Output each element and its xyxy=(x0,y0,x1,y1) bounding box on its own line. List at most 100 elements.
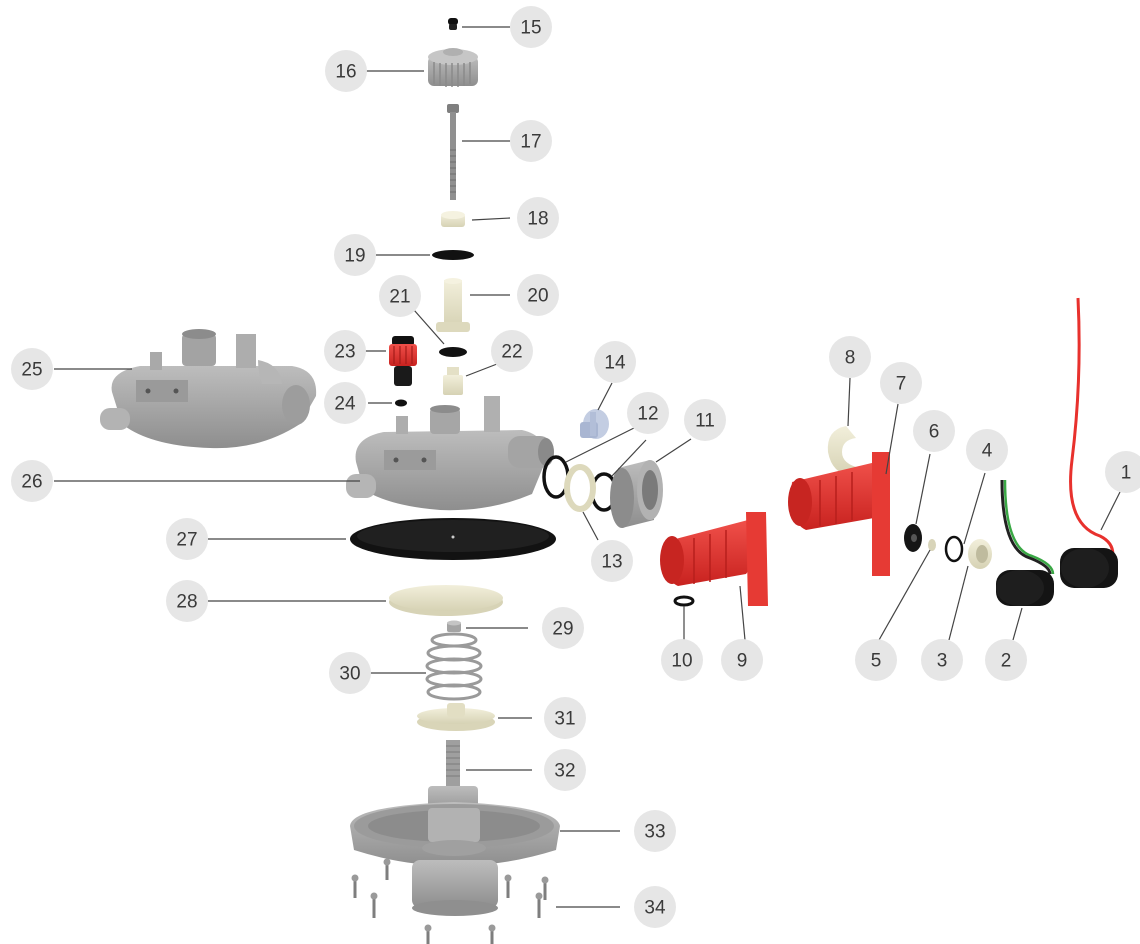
callout-3: 3 xyxy=(921,639,963,681)
part-3-cream-fitting xyxy=(968,539,992,569)
callout-29: 29 xyxy=(542,607,584,649)
part-13-cream-ring xyxy=(564,464,596,512)
callout-5: 5 xyxy=(855,639,897,681)
part-31-spring-seat xyxy=(417,703,495,731)
svg-text:9: 9 xyxy=(737,651,748,672)
part-14-blue-cap xyxy=(580,409,609,439)
svg-text:18: 18 xyxy=(527,209,548,230)
svg-text:26: 26 xyxy=(21,472,42,493)
part-5-small-washer xyxy=(928,539,936,551)
svg-text:10: 10 xyxy=(671,651,692,672)
callout-15: 15 xyxy=(510,6,552,48)
svg-text:28: 28 xyxy=(176,592,197,613)
part-28-diaphragm-plate xyxy=(389,585,503,616)
callout-12: 12 xyxy=(627,392,669,434)
svg-text:8: 8 xyxy=(845,348,856,369)
part-33-bonnet xyxy=(350,802,560,916)
callout-34: 34 xyxy=(634,886,676,928)
callout-20: 20 xyxy=(517,274,559,316)
svg-text:14: 14 xyxy=(604,353,626,374)
callout-13: 13 xyxy=(591,540,633,582)
svg-text:17: 17 xyxy=(520,132,541,153)
callout-10: 10 xyxy=(661,639,703,681)
part-23-red-cartridge xyxy=(389,336,417,386)
part-25-valve-housing-alt xyxy=(100,329,317,449)
callout-25: 25 xyxy=(11,348,53,390)
part-22-cream-fitting xyxy=(443,367,463,395)
svg-text:15: 15 xyxy=(520,18,541,39)
svg-text:25: 25 xyxy=(21,360,42,381)
part-21-black-disc xyxy=(439,347,467,357)
part-16-adjustment-knob xyxy=(428,48,478,87)
callout-4: 4 xyxy=(966,429,1008,471)
callout-33: 33 xyxy=(634,810,676,852)
callout-9: 9 xyxy=(721,639,763,681)
callout-1: 1 xyxy=(1105,451,1140,493)
svg-text:1: 1 xyxy=(1121,463,1132,484)
part-8-retaining-clip xyxy=(827,426,860,476)
svg-text:31: 31 xyxy=(554,709,575,730)
callout-32: 32 xyxy=(544,749,586,791)
part-17-long-bolt xyxy=(447,104,459,200)
callout-27: 27 xyxy=(166,518,208,560)
part-19-black-seal xyxy=(432,250,474,260)
part-34-screws xyxy=(351,858,549,944)
callout-30: 30 xyxy=(329,652,371,694)
svg-text:20: 20 xyxy=(527,286,548,307)
part-26-valve-housing xyxy=(346,396,554,511)
svg-text:7: 7 xyxy=(896,374,907,395)
callout-31: 31 xyxy=(544,697,586,739)
callout-labels: 1 2 3 4 5 6 7 8 9 10 11 12 13 14 15 16 1… xyxy=(11,6,1140,928)
callout-2: 2 xyxy=(985,639,1027,681)
svg-text:11: 11 xyxy=(695,411,715,432)
callout-24: 24 xyxy=(324,382,366,424)
svg-text:29: 29 xyxy=(552,619,573,640)
callout-14: 14 xyxy=(594,341,636,383)
svg-text:34: 34 xyxy=(644,898,666,919)
part-24-small-oring xyxy=(395,399,407,407)
svg-text:3: 3 xyxy=(937,651,948,672)
part-27-diaphragm xyxy=(350,518,556,560)
svg-text:4: 4 xyxy=(982,441,993,462)
svg-text:19: 19 xyxy=(344,246,365,267)
svg-text:12: 12 xyxy=(637,404,658,425)
callout-26: 26 xyxy=(11,460,53,502)
part-15-knob-cap xyxy=(448,18,458,30)
leader-lines xyxy=(54,26,1121,908)
part-20-cream-stem xyxy=(436,278,470,332)
callout-18: 18 xyxy=(517,197,559,239)
callout-7: 7 xyxy=(880,362,922,404)
part-11-union-nut xyxy=(610,460,663,528)
part-18-cream-washer xyxy=(441,211,465,227)
svg-text:16: 16 xyxy=(335,62,356,83)
svg-text:6: 6 xyxy=(929,422,940,443)
part-7-red-body xyxy=(788,452,890,576)
svg-text:30: 30 xyxy=(339,664,360,685)
svg-text:27: 27 xyxy=(176,530,197,551)
svg-text:33: 33 xyxy=(644,822,665,843)
callout-16: 16 xyxy=(325,50,367,92)
svg-text:32: 32 xyxy=(554,761,575,782)
svg-text:13: 13 xyxy=(601,552,622,573)
part-1-solenoid-red xyxy=(1060,297,1118,588)
part-10-small-oring xyxy=(673,595,695,607)
part-30-spring xyxy=(425,632,483,701)
part-2-solenoid-green xyxy=(996,479,1055,606)
part-4-oring xyxy=(944,535,964,563)
part-6-black-cap xyxy=(904,524,922,552)
callout-17: 17 xyxy=(510,120,552,162)
part-9-red-body xyxy=(660,512,768,606)
svg-text:2: 2 xyxy=(1001,651,1012,672)
callout-19: 19 xyxy=(334,234,376,276)
svg-text:23: 23 xyxy=(334,342,355,363)
callout-8: 8 xyxy=(829,336,871,378)
callout-28: 28 xyxy=(166,580,208,622)
callout-22: 22 xyxy=(491,330,533,372)
callout-23: 23 xyxy=(324,330,366,372)
callout-21: 21 xyxy=(379,275,421,317)
part-29-nut xyxy=(447,620,461,632)
parts xyxy=(100,18,1118,944)
svg-text:24: 24 xyxy=(334,394,356,415)
svg-text:21: 21 xyxy=(389,287,410,308)
